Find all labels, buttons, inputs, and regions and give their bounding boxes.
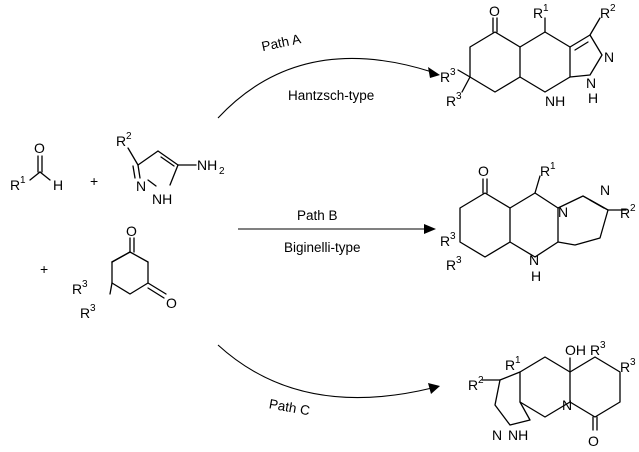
svg-text:O: O	[478, 163, 489, 179]
svg-text:R: R	[620, 205, 630, 221]
path-b-arrow	[238, 224, 436, 234]
svg-text:NH: NH	[197, 157, 217, 173]
svg-text:1: 1	[20, 175, 26, 186]
svg-text:O: O	[489, 3, 500, 19]
svg-text:O: O	[588, 433, 599, 449]
svg-text:N: N	[529, 252, 539, 268]
svg-text:2: 2	[610, 3, 616, 14]
svg-text:R: R	[80, 305, 90, 321]
svg-text:R: R	[446, 257, 456, 273]
svg-text:3: 3	[450, 67, 456, 78]
path-a-arrow	[217, 57, 440, 119]
svg-text:N: N	[492, 427, 502, 443]
svg-text:3: 3	[630, 357, 636, 368]
svg-text:3: 3	[90, 303, 96, 314]
svg-text:3: 3	[450, 231, 456, 242]
svg-text:2: 2	[630, 203, 636, 214]
svg-text:O: O	[34, 140, 45, 156]
svg-text:2: 2	[126, 131, 132, 142]
svg-text:R: R	[620, 359, 630, 375]
svg-text:O: O	[126, 223, 137, 239]
svg-text:1: 1	[543, 3, 549, 14]
svg-text:N: N	[604, 49, 614, 65]
path-c-arrow	[217, 344, 440, 399]
path-a-label: Path A	[260, 31, 302, 54]
plus-sign-2: +	[40, 261, 48, 277]
svg-text:OH: OH	[565, 342, 586, 358]
svg-text:R: R	[540, 163, 550, 179]
svg-text:3: 3	[456, 91, 462, 102]
path-b-type: Biginelli-type	[284, 240, 361, 255]
svg-text:3: 3	[82, 279, 88, 290]
svg-text:H: H	[53, 177, 63, 193]
svg-text:1: 1	[515, 355, 521, 366]
svg-text:N: N	[136, 178, 146, 194]
svg-text:N: N	[600, 182, 610, 198]
path-c-label: Path C	[268, 396, 311, 418]
svg-text:H: H	[588, 90, 598, 106]
svg-text:H: H	[531, 268, 541, 284]
svg-text:R: R	[468, 377, 478, 393]
svg-text:R: R	[116, 133, 126, 149]
svg-text:R: R	[440, 69, 450, 85]
svg-text:NH: NH	[508, 427, 528, 443]
svg-text:R: R	[72, 281, 82, 297]
svg-text:O: O	[166, 295, 177, 311]
svg-text:R: R	[446, 93, 456, 109]
svg-text:3: 3	[600, 340, 606, 351]
svg-text:2: 2	[219, 166, 225, 177]
svg-text:N: N	[562, 397, 572, 413]
svg-text:N: N	[586, 75, 596, 91]
svg-text:R: R	[440, 233, 450, 249]
svg-text:R: R	[600, 5, 610, 21]
svg-text:R: R	[10, 177, 20, 193]
plus-sign-1: +	[90, 173, 98, 189]
path-a-type: Hantzsch-type	[288, 88, 374, 103]
svg-text:NH: NH	[152, 191, 172, 207]
svg-text:N: N	[558, 204, 568, 220]
svg-text:R: R	[590, 342, 600, 358]
svg-text:1: 1	[550, 161, 556, 172]
svg-text:R: R	[533, 5, 543, 21]
path-b-label: Path B	[297, 208, 338, 223]
svg-text:3: 3	[456, 255, 462, 266]
svg-text:R: R	[505, 357, 515, 373]
svg-text:2: 2	[478, 375, 484, 386]
svg-text:NH: NH	[545, 93, 565, 109]
